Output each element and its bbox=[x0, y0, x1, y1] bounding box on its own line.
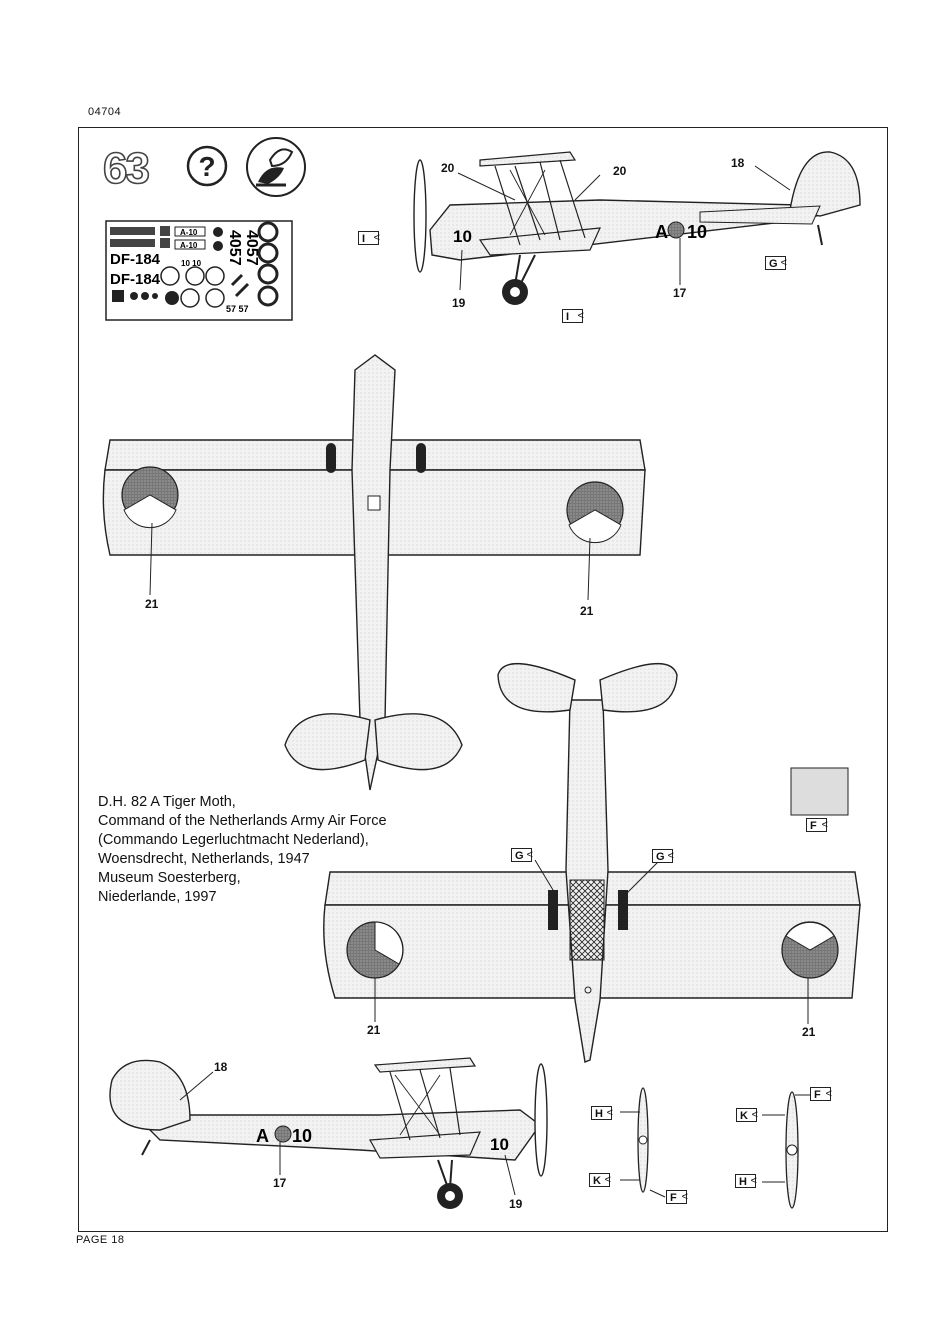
page-frame bbox=[78, 127, 888, 1232]
decal-code-1: A-10 bbox=[180, 228, 198, 237]
color-tag-k-2: K bbox=[736, 1108, 758, 1122]
glue-tube-icon bbox=[246, 137, 306, 197]
side-nose-number-bottom: 10 bbox=[490, 1135, 509, 1154]
color-tag-f-3: F bbox=[810, 1087, 832, 1101]
side-view-right bbox=[109, 1057, 548, 1209]
part-18-bottom: 18 bbox=[214, 1060, 228, 1074]
side-nose-number-top: 10 bbox=[453, 227, 472, 246]
page-label: PAGE 18 bbox=[76, 1234, 125, 1246]
decal-number-2: 4057 bbox=[243, 230, 260, 266]
color-tag-f-2: F bbox=[666, 1190, 688, 1204]
side-code-number-top: 10 bbox=[687, 222, 707, 242]
color-tag-g-1: G bbox=[765, 256, 787, 270]
color-swatch bbox=[790, 767, 849, 816]
part-21-bottom-right: 21 bbox=[802, 1025, 816, 1039]
top-view bbox=[102, 354, 646, 791]
propeller-1 bbox=[637, 1087, 649, 1193]
svg-text:?: ? bbox=[198, 151, 215, 182]
side-code-letter-bottom: A bbox=[256, 1126, 269, 1146]
part-18-top: 18 bbox=[731, 156, 745, 170]
side-code-letter-top: A bbox=[655, 222, 668, 242]
part-21-top-left: 21 bbox=[145, 597, 159, 611]
decal-small-1: 10 10 bbox=[181, 259, 202, 268]
color-tag-h-2: H bbox=[735, 1174, 757, 1188]
aircraft-description: D.H. 82 A Tiger Moth, Command of the Net… bbox=[98, 794, 387, 905]
decal-code-2: A-10 bbox=[180, 241, 198, 250]
propeller-2 bbox=[785, 1091, 799, 1209]
side-view-left bbox=[413, 151, 861, 305]
color-tag-k-1: K bbox=[589, 1173, 611, 1187]
part-21-bottom-left: 21 bbox=[367, 1023, 381, 1037]
decal-serial-1: DF-184 bbox=[110, 251, 161, 268]
color-tag-f-1: F bbox=[806, 818, 828, 832]
question-mark-icon: ? bbox=[186, 145, 228, 187]
part-20-right: 20 bbox=[613, 164, 627, 178]
color-tag-g-2: G bbox=[511, 848, 533, 862]
part-19-bottom: 19 bbox=[509, 1197, 523, 1211]
document-code: 04704 bbox=[88, 106, 122, 118]
part-21-top-right: 21 bbox=[580, 604, 594, 618]
bottom-view bbox=[323, 663, 861, 1063]
part-17-top: 17 bbox=[673, 286, 687, 300]
decal-sheet bbox=[105, 220, 293, 321]
side-code-number-bottom: 10 bbox=[292, 1126, 312, 1146]
color-tag-h-1: H bbox=[591, 1106, 613, 1120]
step-number: 63 bbox=[102, 143, 151, 194]
part-20-left: 20 bbox=[441, 161, 455, 175]
decal-number-1: 4057 bbox=[226, 230, 243, 266]
part-19-top: 19 bbox=[452, 296, 466, 310]
part-17-bottom: 17 bbox=[273, 1176, 287, 1190]
decal-small-2: 57 57 bbox=[226, 304, 249, 314]
decal-serial-2: DF-184 bbox=[110, 271, 161, 288]
color-tag-i-2: I bbox=[562, 309, 584, 323]
color-tag-i-1: I bbox=[358, 231, 380, 245]
color-tag-g-3: G bbox=[652, 849, 674, 863]
